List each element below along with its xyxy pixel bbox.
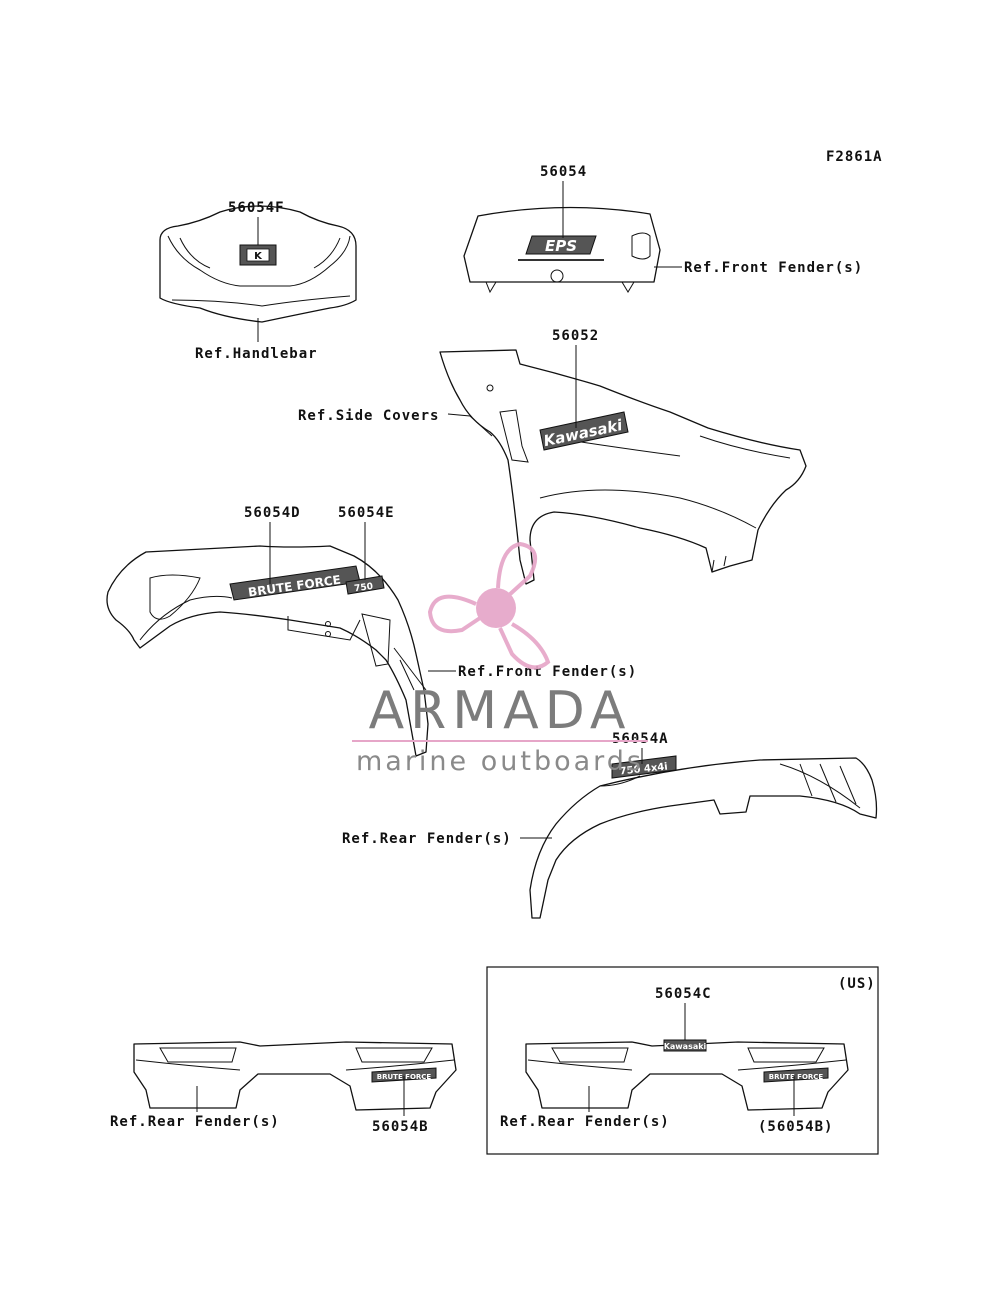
label-56054A: 56054A <box>612 731 669 747</box>
decal-750-text: 750 <box>354 582 374 595</box>
decal-eps-text: EPS <box>545 237 577 255</box>
label-56054F: 56054F <box>228 200 285 216</box>
armada-watermark-logo <box>427 541 551 670</box>
label-ref-rear-fender-mid: Ref.Rear Fender(s) <box>342 831 512 847</box>
label-ref-rear-fender-us: Ref.Rear Fender(s) <box>500 1114 670 1130</box>
handlebar-cover-part: K <box>159 205 357 323</box>
label-56054: 56054 <box>540 164 587 180</box>
figure-code: F2861A <box>826 149 883 165</box>
label-56054C: 56054C <box>655 986 712 1002</box>
rear-cover-left-part: BRUTE FORCE <box>133 1041 457 1111</box>
label-56054B: 56054B <box>372 1119 429 1135</box>
svg-text:K: K <box>254 251 263 262</box>
label-us-region: (US) <box>838 976 876 992</box>
label-ref-rear-fender-left: Ref.Rear Fender(s) <box>110 1114 280 1130</box>
label-ref-side-covers: Ref.Side Covers <box>298 408 439 424</box>
side-cover-part: Kawasaki <box>439 349 807 585</box>
rear-fender-part: 750 4x4i <box>529 755 878 919</box>
watermark-brand: ARMADA <box>369 681 632 741</box>
decal-750-4x4i-text: 750 4x4i <box>619 762 668 778</box>
front-fender-part: BRUTE FORCE 750 <box>106 545 429 757</box>
label-ref-front-fender-top: Ref.Front Fender(s) <box>684 260 863 276</box>
label-56054D: 56054D <box>244 505 301 521</box>
label-56054B-us: (56054B) <box>758 1119 833 1135</box>
watermark-tagline: marine outboards <box>356 746 644 777</box>
us-region-box <box>486 966 879 1155</box>
label-ref-front-fender-mid: Ref.Front Fender(s) <box>458 664 637 680</box>
label-56054E: 56054E <box>338 505 395 521</box>
decal-kawasaki-small-us: Kawasaki <box>664 1042 707 1051</box>
label-56052: 56052 <box>552 328 599 344</box>
leader-side-covers <box>447 413 493 437</box>
rear-cover-us-part: Kawasaki BRUTE FORCE <box>525 1039 849 1111</box>
eps-cover-part: EPS <box>463 206 661 294</box>
label-ref-handlebar: Ref.Handlebar <box>195 346 318 362</box>
decal-bruteforce-small-us: BRUTE FORCE <box>769 1073 824 1081</box>
